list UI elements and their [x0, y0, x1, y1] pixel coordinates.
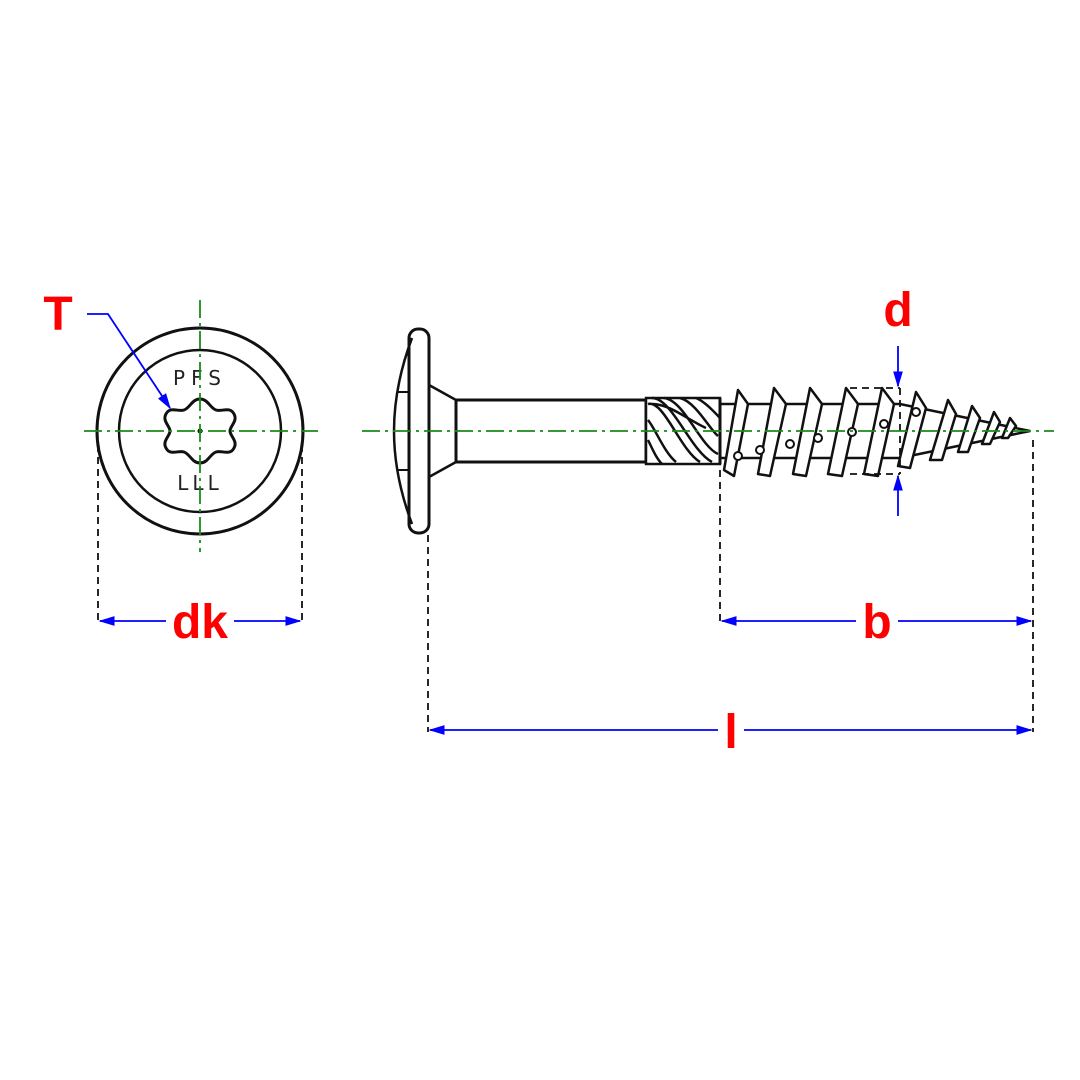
b-dimension: b — [719, 440, 1034, 732]
label-dk: dk — [172, 596, 228, 649]
head-top-view: PFS LLL — [84, 300, 318, 552]
d-dimension: d — [883, 284, 913, 516]
head-marking-bottom: LLL — [177, 471, 222, 495]
underhead-cone — [428, 383, 457, 479]
label-l: l — [724, 706, 737, 759]
label-d: d — [883, 284, 912, 337]
thread-flights — [722, 386, 1018, 478]
label-T: T — [43, 288, 72, 341]
torx-leader-line — [87, 313, 171, 410]
thread-notches — [733, 407, 921, 461]
torx-size-callout: T — [43, 288, 171, 410]
dk-dimension: dk — [97, 445, 303, 649]
label-b: b — [862, 596, 891, 649]
screw-side-view — [362, 327, 1054, 535]
l-dimension: l — [427, 535, 1033, 759]
head-marking-top: PFS — [173, 366, 227, 390]
